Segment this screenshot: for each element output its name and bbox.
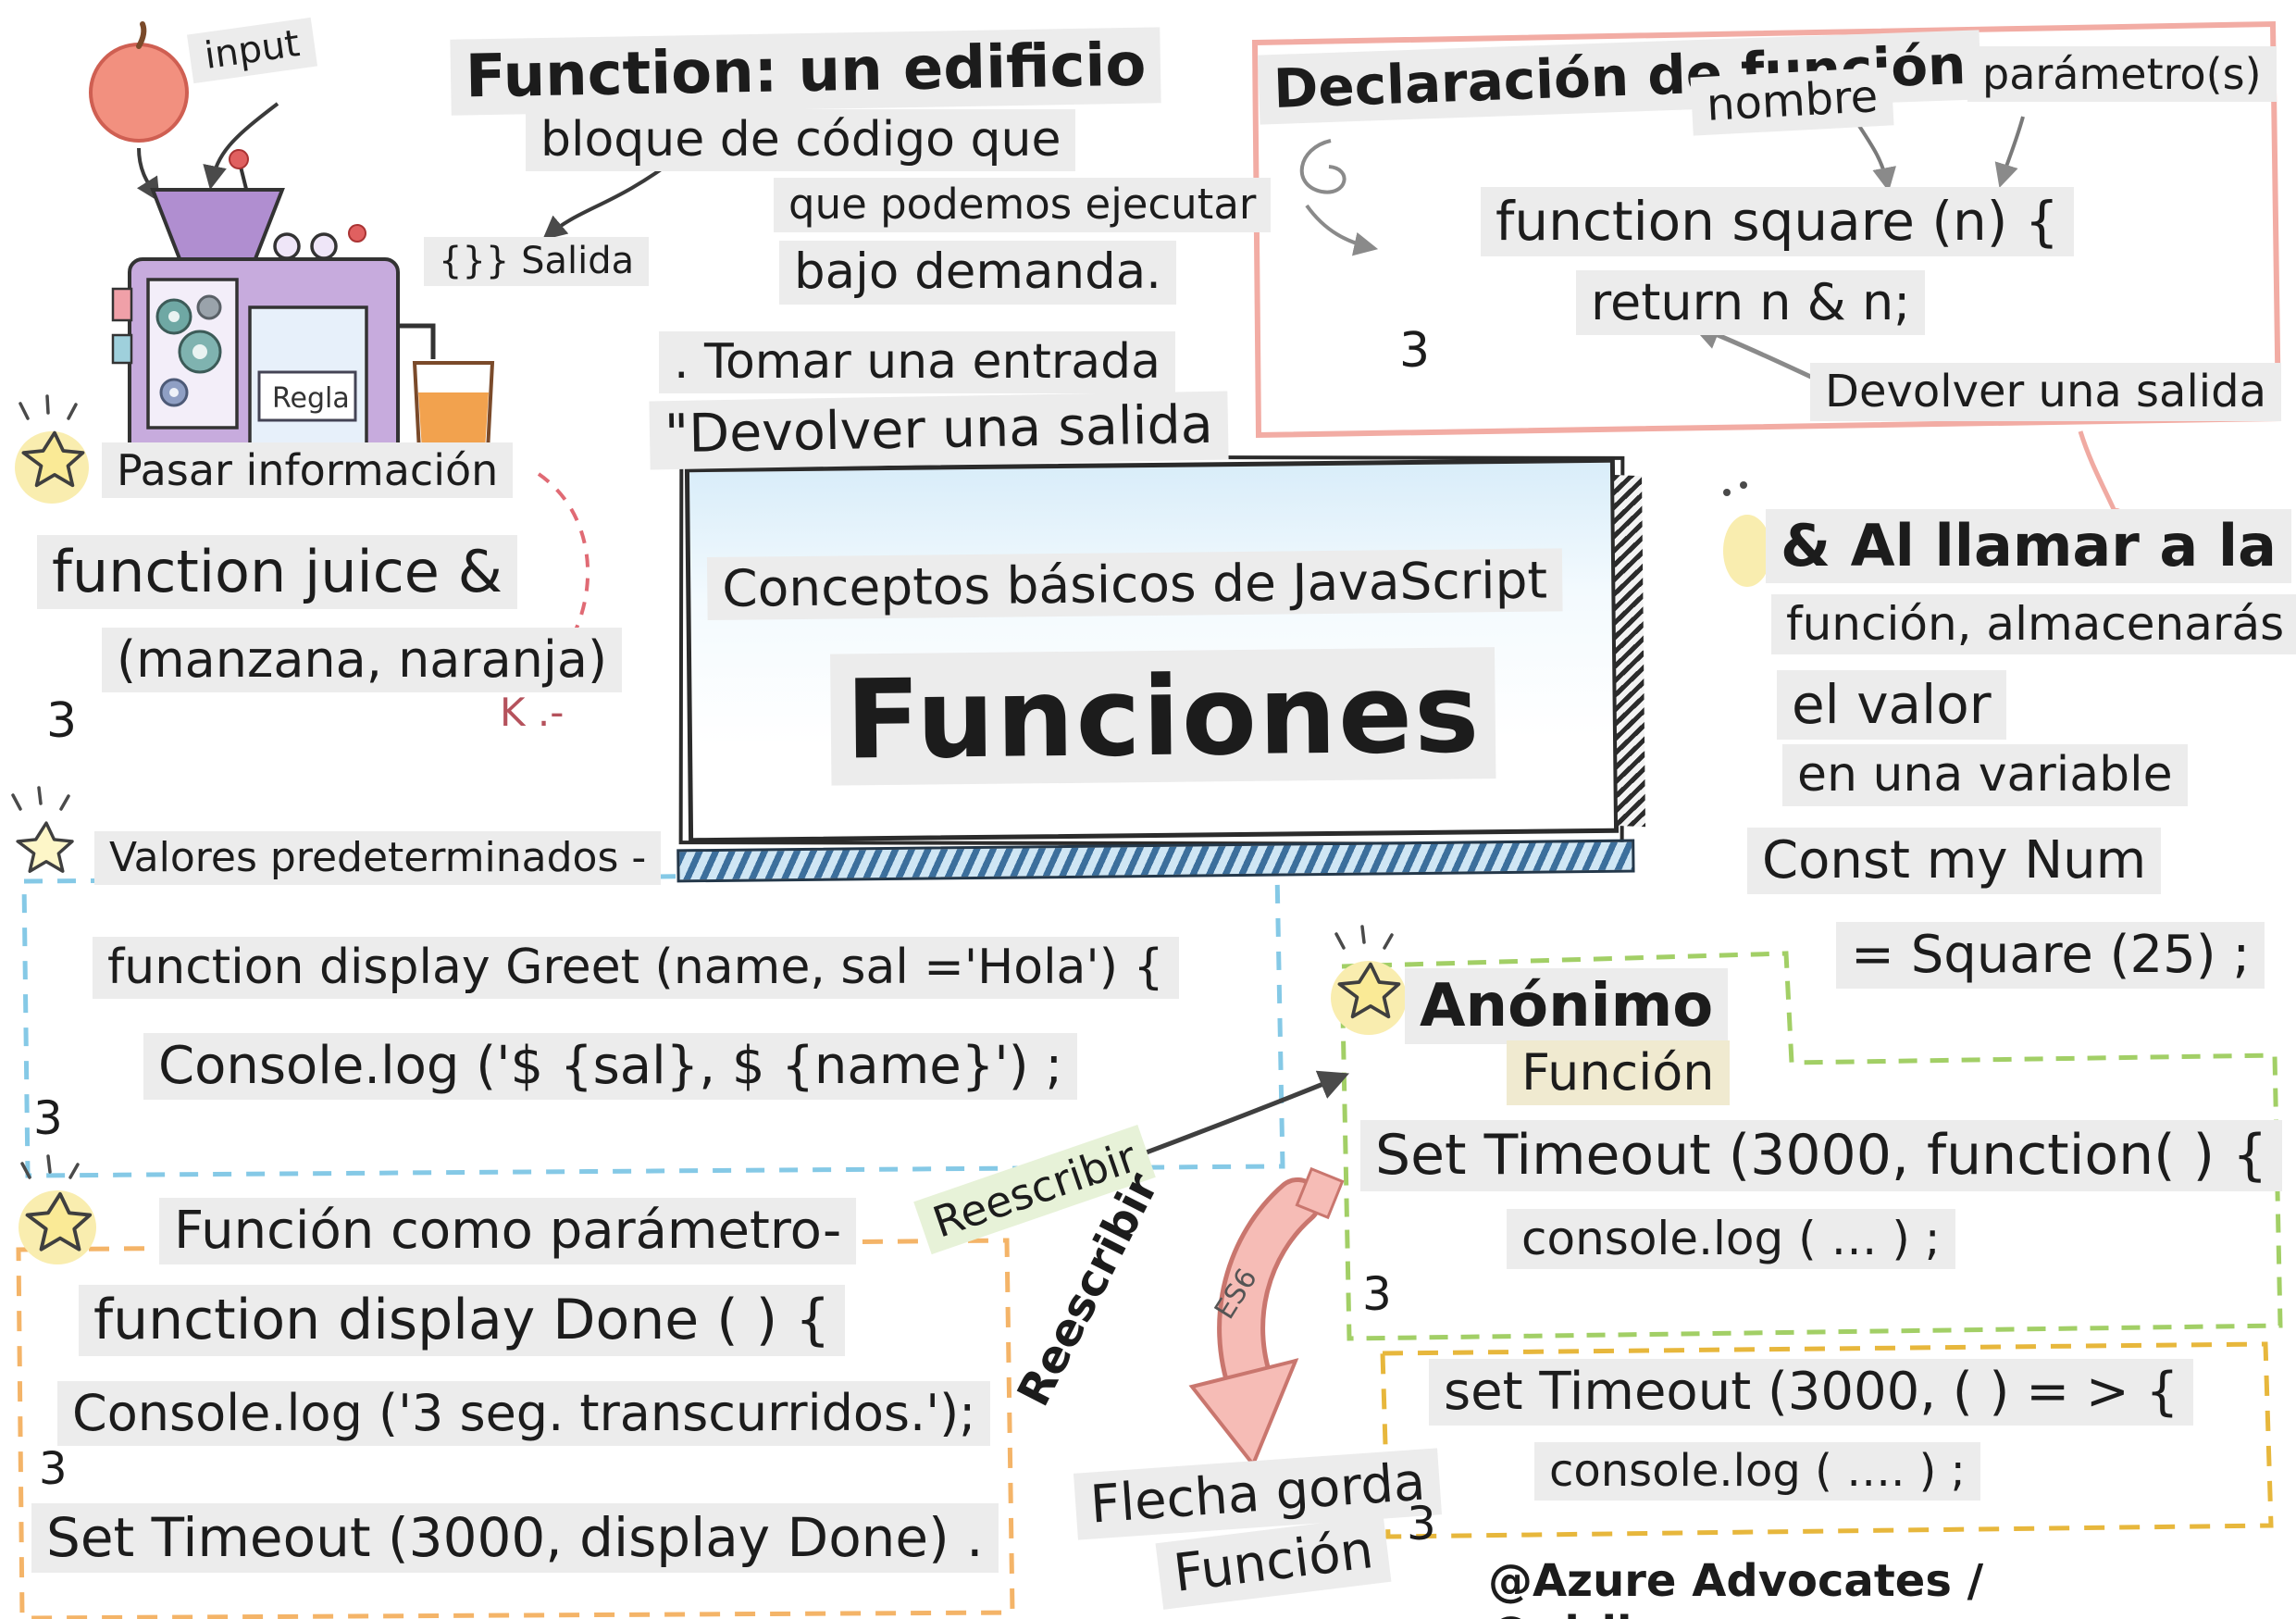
credit-text: @Azure Advocates / @girlie_mac [1488, 1555, 1984, 1619]
function-as-param-code-line1: function display Done ( ) { [79, 1285, 846, 1357]
pass-info-code-line1: function juice & [37, 535, 518, 609]
machine-knob [310, 232, 338, 260]
machine-tab-pink [111, 287, 133, 322]
call-function-line4: en una variable [1782, 744, 2188, 807]
pass-info-title: Pasar información [102, 442, 514, 499]
star-icon [21, 430, 85, 488]
call-function-code-line1: Const my Num [1747, 828, 2162, 895]
star-icon [25, 1191, 93, 1252]
default-values-title: Valores predeterminados - [94, 831, 662, 885]
declaration-parametros-label: parámetro(s) [1967, 46, 2277, 103]
curl-arrow [1305, 204, 1379, 256]
call-function-line1: & Al llamar a la [1766, 509, 2291, 583]
call-function-code-line2: = Square (25) ; [1836, 922, 2265, 990]
apple-icon [89, 21, 189, 143]
definition-line5: . Tomar una entrada [659, 331, 1175, 394]
default-values-code-line1: function display Greet (name, sal ='Hola… [93, 937, 1179, 1000]
declaration-code-line1: function square (n) { [1481, 187, 2074, 256]
nombre-arrow [1854, 118, 1896, 193]
definition-line6: "Devolver una salida [649, 391, 1229, 469]
anonymous-title: Anónimo [1405, 968, 1729, 1045]
function-as-param-code-line3: Set Timeout (3000, display Done) . [31, 1503, 999, 1573]
definition-title: Function: un edificio [450, 27, 1162, 116]
machine-spout [398, 323, 436, 359]
machine-tab-blue [111, 333, 133, 365]
declaration-closing-brace: 3 [1399, 323, 1431, 379]
pass-info-closing-brace: 3 [46, 693, 78, 749]
pink-connector-line [2078, 430, 2116, 511]
function-as-param-box-border [16, 1238, 1015, 1619]
arrow-function-closing-brace: 3 [1407, 1497, 1436, 1551]
antenna-ball [229, 149, 249, 169]
es6-block-arrow [1188, 1166, 1345, 1468]
function-machine-illustration: Regla [89, 21, 495, 470]
anonymous-box-border [1339, 951, 2283, 1341]
output-label: {}} Salida [424, 237, 650, 286]
pass-info-code-line2: (manzana, naranja) [102, 628, 623, 692]
definition-line3: que podemos ejecutar [774, 178, 1272, 232]
accent-blob [1723, 515, 1771, 587]
course-subtitle: Conceptos básicos de JavaScript [706, 548, 1563, 621]
pass-info-note: K .- [500, 690, 565, 735]
arrow-function-code-line2: console.log ( …. ) ; [1534, 1442, 1980, 1501]
function-as-param-title: Función como parámetro- [159, 1198, 857, 1265]
box-shadow-hatch [1614, 474, 1646, 828]
definition-line2: bloque de código que [526, 109, 1076, 172]
page-title: Funciones [830, 647, 1496, 786]
default-values-box-border [21, 869, 1285, 1178]
machine-rule-label: Regla [272, 382, 350, 415]
curl-decoration [1299, 139, 1347, 194]
sparkle-decoration [11, 394, 1394, 1179]
declaration-code-line2: return n & n; [1576, 270, 1926, 335]
machine-knob [273, 232, 301, 260]
anonymous-closing-brace: 3 [1362, 1267, 1392, 1321]
rule-tag [257, 370, 357, 422]
call-function-line2: función, almacenarás [1771, 594, 2296, 654]
default-values-closing-brace: 3 [33, 1091, 63, 1145]
red-dashed-arc [533, 472, 590, 689]
definition-line4: bajo demanda. [779, 241, 1177, 305]
machine-knob-red [348, 224, 366, 243]
star-icon [1337, 962, 1401, 1019]
function-as-param-code-line2: Console.log ('3 seg. transcurridos.'); [57, 1381, 991, 1446]
declaration-nombre-label: nombre [1690, 67, 1894, 136]
gears-icon [155, 294, 222, 407]
parametros-arrow [1994, 116, 2025, 188]
default-values-code-line2: Console.log ('$ {sal}, $ {name}') ; [143, 1033, 1078, 1101]
input-arrow [203, 102, 279, 191]
anonymous-code-line2: console.log ( … ) ; [1507, 1209, 1955, 1269]
center-title-box: Conceptos básicos de JavaScript Funcione… [676, 457, 1646, 883]
antenna [239, 166, 248, 190]
star-icon [16, 821, 74, 873]
definition-to-machine-arrow [542, 154, 682, 241]
call-function-line3: el valor [1777, 670, 2006, 740]
anonymous-code-line1: Set Timeout (3000, function( ) { [1360, 1120, 2283, 1192]
function-as-param-closing-brace: 3 [39, 1443, 68, 1495]
machine-hopper [150, 188, 285, 263]
dots-decoration [1723, 481, 1747, 496]
anonymous-subtitle: Función [1507, 1040, 1730, 1105]
arrow-function-code-line1: set Timeout (3000, ( ) = > { [1429, 1359, 2194, 1426]
declaration-devolver-label: Devolver una salida [1810, 363, 2282, 421]
